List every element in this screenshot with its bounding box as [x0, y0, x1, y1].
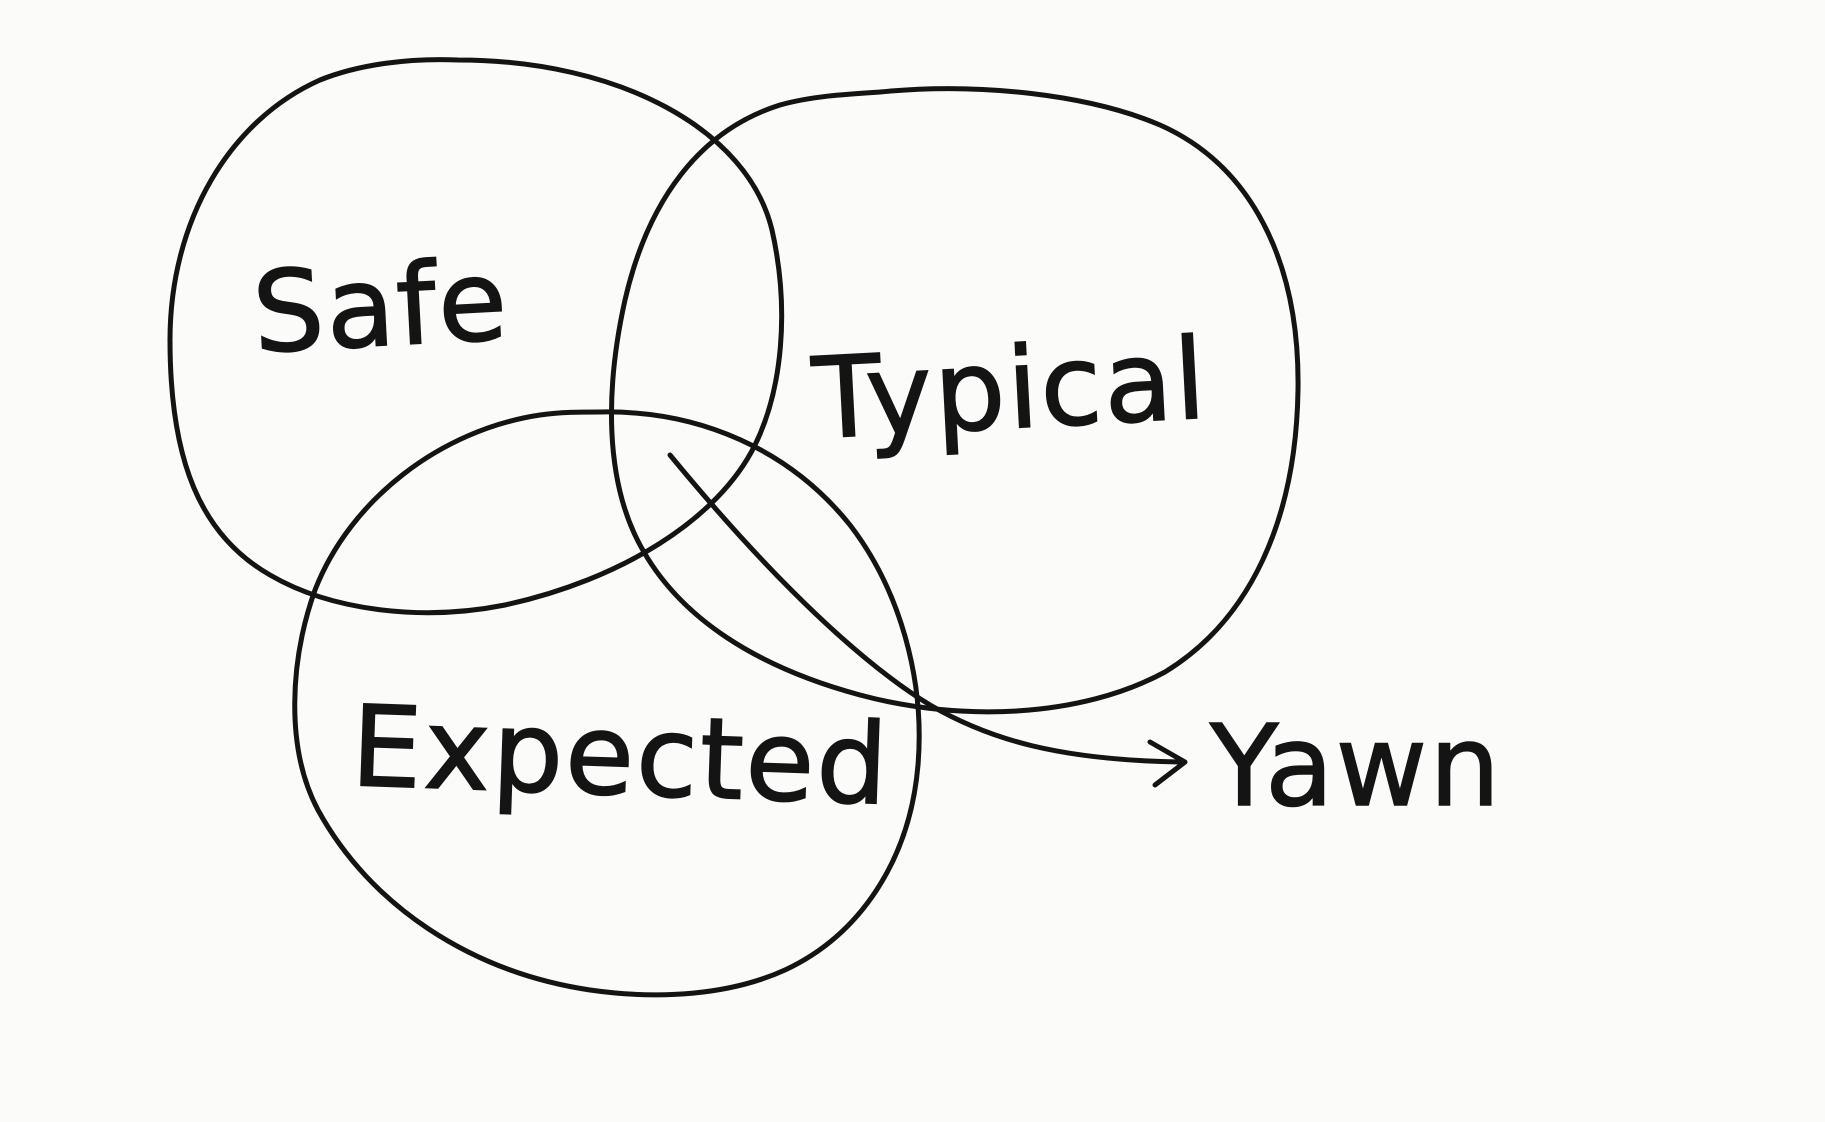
label-expected: Expected — [349, 682, 892, 831]
label-typical: Typical — [809, 314, 1211, 465]
arrow-line — [667, 452, 1183, 765]
expected-circle — [292, 409, 922, 998]
safe-circle — [167, 57, 785, 616]
arrow-head — [1147, 739, 1188, 788]
label-safe: Safe — [250, 236, 513, 379]
label-yawn: Yawn — [1209, 702, 1502, 832]
